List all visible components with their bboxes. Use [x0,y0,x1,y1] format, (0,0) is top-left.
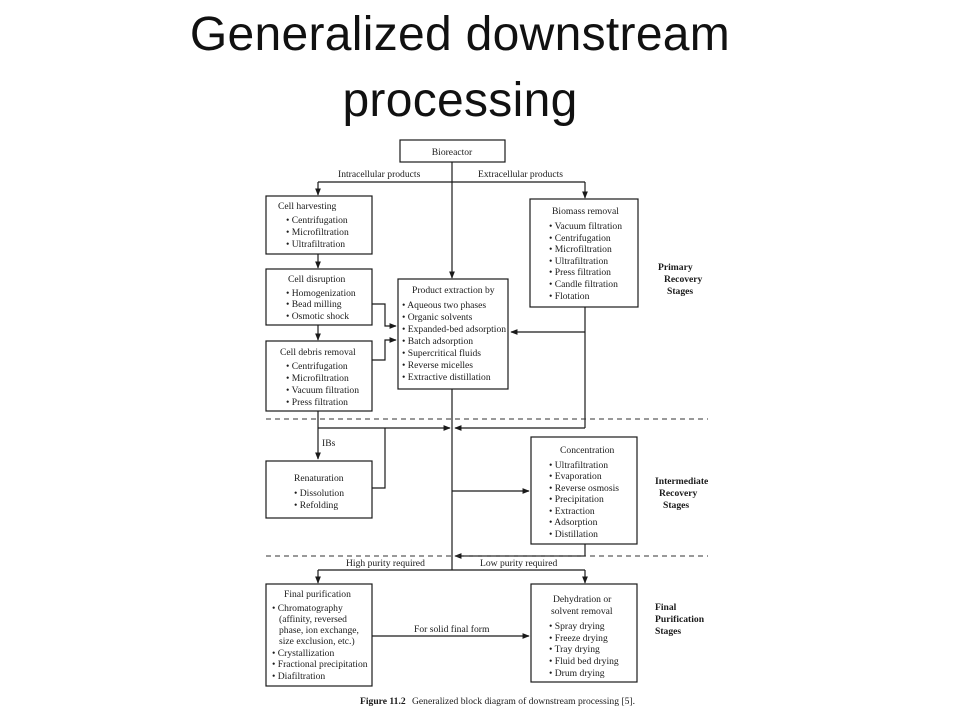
cell-debris-item: • Vacuum filtration [286,385,359,396]
figure-caption-text: Generalized block diagram of downstream … [412,696,635,707]
product-extraction-item: • Reverse micelles [402,360,473,371]
cell-disruption-node: Cell disruption • Homogenization • Bead … [265,268,373,326]
concentration-item: • Distillation [549,529,598,540]
cell-harvesting-item: • Ultrafiltration [286,239,345,250]
stage-label-primary: Primary Recovery Stages [658,262,703,297]
concentration-item: • Evaporation [549,471,602,482]
cell-disruption-item: • Bead milling [286,299,342,310]
figure-caption-label: Figure 11.2 [360,696,406,707]
biomass-item: • Candle filtration [549,279,618,290]
final-purification-item: phase, ion exchange, [279,625,359,636]
concentration-item: • Ultrafiltration [549,460,608,471]
biomass-item: • Centrifugation [549,233,611,244]
final-purification-item: • Crystallization [272,648,334,659]
cell-disruption-item: • Homogenization [286,288,356,299]
product-extraction-item: • Extractive distillation [402,372,491,383]
label-low-purity: Low purity required [480,558,557,569]
label-high-purity: High purity required [346,558,425,569]
dehydration-item: • Tray drying [549,644,600,655]
cell-debris-title: Cell debris removal [280,347,356,358]
label-extracellular: Extracellular products [478,169,563,180]
figure-caption: Figure 11.2 Generalized block diagram of… [360,696,635,707]
stage-primary-line: Stages [667,286,693,297]
final-purification-node: Final purification • Chromatography (aff… [265,583,373,687]
stage-primary-line: Recovery [664,274,703,285]
product-extraction-item: • Organic solvents [402,312,473,323]
stage-label-intermediate: Intermediate Recovery Stages [655,476,709,511]
concentration-item: • Reverse osmosis [549,483,619,494]
renaturation-title: Renaturation [294,473,344,484]
slide-title-line1: Generalized downstream [189,8,731,61]
biomass-item: • Press filtration [549,267,611,278]
stage-final-line: Stages [655,626,681,637]
final-purification-item: size exclusion, etc.) [279,636,355,647]
arrow-disruption-to-extraction [372,303,397,329]
renaturation-item: • Dissolution [294,488,344,499]
product-extraction-item: • Supercritical fluids [402,348,481,359]
biomass-item: • Ultrafiltration [549,256,608,267]
concentration-title: Concentration [560,445,615,456]
dehydration-item: • Spray drying [549,621,605,632]
biomass-removal-title: Biomass removal [552,206,619,217]
label-intracellular: Intracellular products [338,169,421,180]
cell-disruption-title: Cell disruption [288,274,345,285]
final-purification-item: • Chromatography [272,603,343,614]
dehydration-node: Dehydration or solvent removal • Spray d… [530,583,638,683]
concentration-item: • Adsorption [549,517,598,528]
bioreactor-label: Bioreactor [432,147,473,158]
stage-primary-line: Primary [658,262,693,273]
stage-final-line: Final [655,602,677,613]
biomass-item: • Microfiltration [549,244,612,255]
slide-title: Generalized downstream processing [0,2,920,134]
dehydration-item: • Freeze drying [549,633,608,644]
renaturation-item: • Refolding [294,500,338,511]
cell-disruption-item: • Osmotic shock [286,311,349,322]
concentration-node: Concentration • Ultrafiltration • Evapor… [530,436,638,545]
final-purification-item: (affinity, reversed [279,614,347,625]
stage-intermediate-line: Intermediate [655,476,709,487]
stage-intermediate-line: Recovery [659,488,698,499]
label-solid-form: For solid final form [414,624,490,635]
stage-intermediate-line: Stages [663,500,689,511]
biomass-item: • Vacuum filtration [549,221,622,232]
product-extraction-node: Product extraction by • Aqueous two phas… [397,278,509,390]
dehydration-item: • Fluid bed drying [549,656,619,667]
cell-harvesting-item: • Centrifugation [286,215,348,226]
label-ibs: IBs [322,438,336,449]
dehydration-title-line2: solvent removal [551,606,613,617]
stage-label-final: Final Purification Stages [655,602,705,637]
product-extraction-title: Product extraction by [412,285,495,296]
renaturation-node: Renaturation • Dissolution • Refolding [265,460,373,519]
concentration-item: • Extraction [549,506,595,517]
concentration-item: • Precipitation [549,494,604,505]
arrow-concentration-return [454,544,586,559]
arrow-debris-to-extraction [372,337,397,361]
renaturation-return [372,428,386,489]
final-purification-item: • Diafiltration [272,671,325,682]
biomass-item: • Flotation [549,291,590,302]
cell-debris-item: • Microfiltration [286,373,349,384]
cell-harvesting-node: Cell harvesting • Centrifugation • Micro… [265,195,373,255]
dehydration-item: • Drum drying [549,668,605,679]
product-extraction-item: • Batch adsorption [402,336,473,347]
cell-harvesting-item: • Microfiltration [286,227,349,238]
cell-harvesting-title: Cell harvesting [278,201,337,212]
final-purification-title: Final purification [284,589,351,600]
slide-title-line2: processing [342,74,578,127]
cell-debris-item: • Centrifugation [286,361,348,372]
product-extraction-item: • Expanded-bed adsorption [402,324,506,335]
biomass-removal-node: Biomass removal • Vacuum filtration • Ce… [529,198,639,308]
bioreactor-node: Bioreactor [399,139,506,163]
final-purification-item: • Fractional precipitation [272,659,368,670]
product-extraction-item: • Aqueous two phases [402,300,486,311]
stage-final-line: Purification [655,614,705,625]
cell-debris-removal-node: Cell debris removal • Centrifugation • M… [265,340,373,412]
cell-debris-item: • Press filtration [286,397,348,408]
dehydration-title-line1: Dehydration or [553,594,612,605]
